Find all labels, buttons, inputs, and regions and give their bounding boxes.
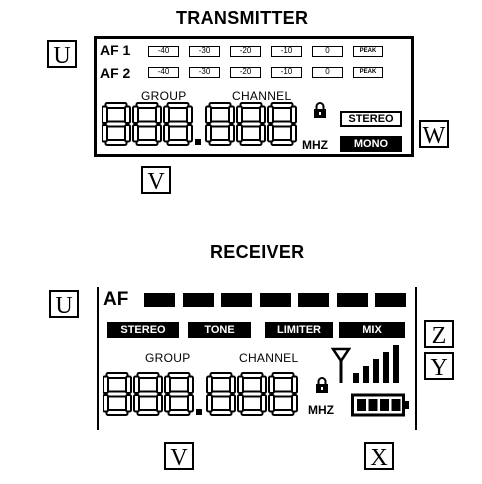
af1-tick-0: 0: [312, 46, 343, 57]
digit-1: [132, 102, 162, 146]
antenna-icon: [331, 347, 351, 383]
decimal-point: [196, 409, 202, 415]
rx-af-bar-2: [182, 293, 214, 307]
lock-icon: [314, 102, 326, 118]
rx-af-bar-4: [259, 293, 291, 307]
signal-bar-5: [393, 345, 399, 383]
rx-mix-badge: MIX: [339, 322, 405, 338]
signal-bar-1: [353, 373, 359, 383]
rx-frequency-display: [103, 372, 298, 416]
rx-af-bar-7: [375, 293, 406, 307]
battery-icon: [351, 393, 409, 417]
digit-5: [267, 102, 297, 146]
callout-tx-u: U: [47, 40, 77, 69]
rx-af-bar-1: [144, 293, 175, 307]
transmitter-title: TRANSMITTER: [176, 8, 309, 28]
rx-af-bar-5: [298, 293, 329, 307]
callout-rx-u: U: [49, 290, 79, 319]
battery-outline: [351, 393, 405, 417]
callout-rx-v: V: [164, 442, 194, 471]
tx-stereo-badge: STEREO: [340, 111, 402, 127]
signal-bars-icon: [353, 345, 399, 383]
digit-4: [236, 102, 266, 146]
callout-tx-w: W: [419, 120, 449, 149]
tx-frequency-display: [102, 102, 297, 146]
receiver-title: RECEIVER: [210, 242, 305, 262]
battery-segment-1: [357, 399, 366, 411]
tx-mhz-label: MHZ: [302, 138, 328, 152]
receiver-lcd-panel: AF STEREO TONE LIMITER MIX GROUP CHANNEL…: [97, 287, 417, 430]
callout-rx-z: Z: [424, 320, 454, 349]
digit-0: [102, 102, 131, 146]
rx-af-bar-3: [221, 293, 252, 307]
battery-segment-4: [391, 399, 401, 411]
signal-bar-2: [363, 366, 369, 383]
rx-af-label: AF: [103, 289, 129, 310]
tx-channel-label: CHANNEL: [232, 89, 292, 103]
digit-0: [103, 372, 132, 416]
rx-channel-label: CHANNEL: [239, 351, 299, 365]
af1-tick-m20: -20: [230, 46, 261, 57]
transmitter-lcd-panel: AF 1 AF 2 -40 -30 -20 -10 0 PEAK -40 -30…: [94, 36, 414, 157]
af2-tick-m10: -10: [271, 67, 302, 78]
rx-af-bar-6: [336, 293, 368, 307]
rx-group-label: GROUP: [145, 351, 191, 365]
signal-bar-4: [383, 352, 389, 383]
battery-tip: [404, 401, 409, 409]
battery-segment-2: [368, 399, 378, 411]
af2-tick-m40: -40: [148, 67, 179, 78]
rx-limiter-badge: LIMITER: [265, 322, 333, 338]
af2-peak: PEAK: [353, 67, 383, 78]
af1-tick-m10: -10: [271, 46, 302, 57]
digit-2: [163, 102, 193, 146]
af1-tick-m30: -30: [189, 46, 220, 57]
rx-stereo-badge: STEREO: [107, 322, 179, 338]
af1-tick-m40: -40: [148, 46, 179, 57]
digit-4: [237, 372, 267, 416]
tx-group-label: GROUP: [141, 89, 187, 103]
af2-label: AF 2: [100, 65, 131, 81]
digit-2: [164, 372, 194, 416]
tx-mono-badge: MONO: [340, 136, 402, 152]
af1-label: AF 1: [100, 42, 131, 58]
digit-5: [268, 372, 298, 416]
lock-icon: [316, 377, 328, 393]
callout-rx-y: Y: [424, 352, 454, 381]
digit-3: [206, 372, 236, 416]
callout-tx-v: V: [141, 166, 171, 195]
rx-mhz-label: MHZ: [308, 403, 334, 417]
decimal-point: [195, 139, 201, 145]
digit-3: [205, 102, 235, 146]
af2-tick-0: 0: [312, 67, 343, 78]
callout-rx-x: X: [364, 442, 394, 471]
battery-segment-3: [380, 399, 389, 411]
rx-tone-badge: TONE: [188, 322, 251, 338]
af1-peak: PEAK: [353, 46, 383, 57]
digit-1: [133, 372, 163, 416]
af2-tick-m20: -20: [230, 67, 261, 78]
signal-bar-3: [373, 359, 379, 383]
af2-tick-m30: -30: [189, 67, 220, 78]
